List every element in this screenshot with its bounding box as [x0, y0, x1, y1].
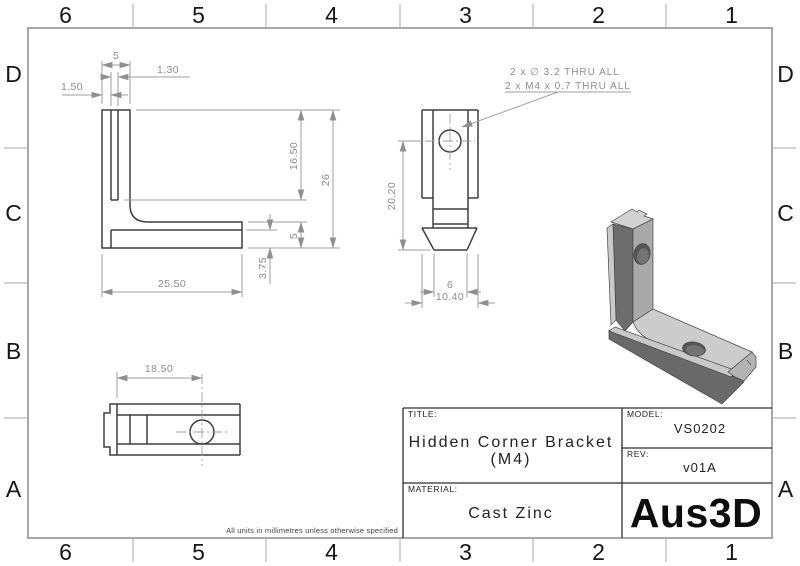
model-label: MODEL:	[627, 409, 663, 419]
top-view: 18.50	[103, 363, 241, 466]
dimension-text: 1.50	[61, 81, 83, 93]
hole-callout-line2: 2 x M4 x 0.7 THRU ALL	[505, 81, 631, 92]
hole-callout-line1: 2 x ∅ 3.2 THRU ALL	[510, 67, 620, 78]
dimension-text: 3.75	[257, 257, 269, 279]
zone-col-label: 4	[325, 539, 339, 565]
units-note: All units in millimetres unless otherwis…	[226, 526, 398, 535]
zone-row-label: C	[777, 200, 795, 226]
material-label: MATERIAL:	[408, 484, 458, 494]
dimension-text: 10.40	[436, 291, 464, 303]
model-value: VS0202	[674, 421, 726, 436]
dimension-text: 6	[447, 279, 453, 291]
dimension-text: 16.50	[288, 142, 300, 170]
zone-col-label: 5	[192, 539, 206, 565]
dimension-text: 25.50	[158, 278, 186, 290]
zone-row-label: D	[5, 61, 23, 87]
title-value-line2: (M4)	[491, 451, 532, 468]
rev-value: v01A	[683, 460, 717, 475]
zone-row-label: B	[6, 338, 22, 364]
zone-row-label: C	[5, 200, 23, 226]
title-value: Hidden Corner Bracket	[409, 434, 614, 451]
zone-col-label: 3	[459, 539, 473, 565]
zone-col-label: 2	[592, 539, 606, 565]
zone-col-label: 3	[459, 2, 473, 28]
zone-col-label: 6	[59, 539, 73, 565]
dimension-text: 20.20	[386, 182, 398, 210]
zone-row-label: B	[778, 338, 794, 364]
zone-col-label: 6	[59, 2, 73, 28]
dimension-text: 5	[288, 233, 300, 239]
zone-col-label: 1	[725, 2, 739, 28]
side-view: 2 x ∅ 3.2 THRU ALL 2 x M4 x 0.7 THRU ALL…	[386, 67, 631, 308]
material-value: Cast Zinc	[468, 505, 554, 522]
logo-text: Aus3D	[630, 490, 762, 536]
isometric-view	[606, 208, 757, 405]
zone-col-label: 5	[192, 2, 206, 28]
title-block: TITLE: Hidden Corner Bracket (M4) MODEL:…	[402, 407, 772, 538]
dimension-text: 26	[320, 174, 332, 186]
title-label: TITLE:	[408, 409, 437, 419]
zone-col-label: 4	[325, 2, 339, 28]
sheet-frame: 6 5 4 3 2 1 6 5 4 3 2 1 D C B A D C B A	[4, 2, 796, 565]
dimension-text: 5	[113, 50, 119, 62]
dimension-text: 18.50	[145, 363, 173, 375]
dimension-text: 1.30	[157, 64, 179, 76]
zone-row-label: D	[777, 61, 795, 87]
zone-row-label: A	[6, 476, 22, 502]
zone-col-label: 1	[725, 539, 739, 565]
zone-col-label: 2	[592, 2, 606, 28]
rev-label: REV:	[627, 449, 649, 459]
front-view: 5 1.30 1.50 16.50 26 5 3.75 25.50	[61, 50, 340, 297]
zone-row-label: A	[778, 476, 794, 502]
zone-ticks	[4, 4, 796, 562]
